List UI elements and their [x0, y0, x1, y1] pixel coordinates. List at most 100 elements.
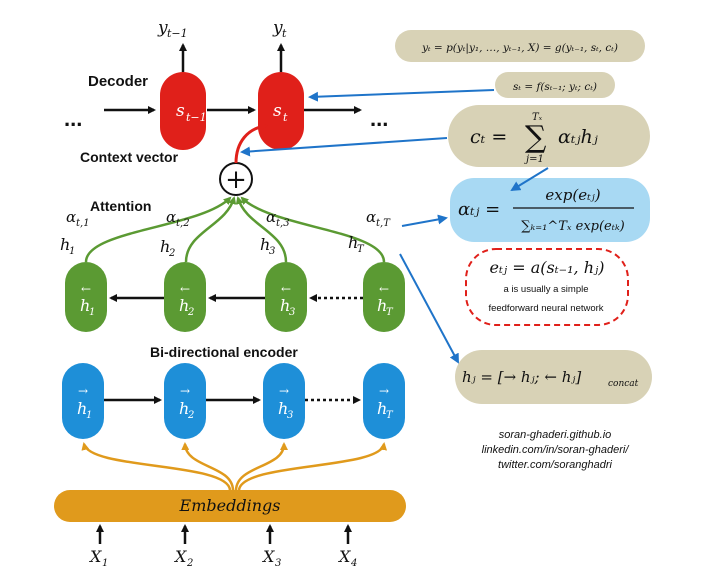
svg-text:2: 2 [186, 558, 193, 569]
alpha-label-2: α t,2 [166, 208, 190, 229]
energy-box [465, 248, 629, 326]
hidden-label-3: h 3 [260, 235, 275, 257]
decoder-label: Decoder [88, 73, 148, 90]
decoder-left-ellipsis: ... [64, 106, 82, 131]
state-formula-box [495, 72, 615, 98]
svg-text:→: → [379, 384, 389, 398]
svg-text:3: 3 [275, 558, 281, 569]
svg-text:1: 1 [69, 246, 75, 257]
credit-twitter[interactable]: twitter.com/soranghadri [498, 459, 612, 471]
alpha-label-3: α t,3 [266, 208, 290, 229]
svg-text:←: ← [81, 282, 91, 296]
svg-text:h: h [80, 296, 90, 315]
context-vector-label: Context vector [80, 149, 179, 165]
svg-text:α: α [66, 208, 76, 226]
svg-text:h: h [179, 399, 189, 418]
svg-text:Tₓ: Tₓ [532, 112, 543, 123]
svg-text:t−1: t−1 [167, 27, 188, 40]
svg-text:T: T [386, 307, 394, 318]
svg-text:h: h [160, 237, 170, 256]
alpha-label-T: α t,T [366, 208, 391, 229]
energy-note-1: a is usually a simple [503, 284, 588, 295]
svg-text:t,1: t,1 [76, 218, 90, 229]
svg-text:X: X [337, 547, 351, 566]
svg-text:hⱼ = [→ hⱼ; ← hⱼ]: hⱼ = [→ hⱼ; ← hⱼ] [462, 368, 581, 386]
svg-text:t,3: t,3 [276, 218, 290, 229]
svg-text:αₜⱼhⱼ: αₜⱼhⱼ [558, 126, 598, 148]
svg-text:t: t [283, 111, 288, 124]
svg-text:α: α [266, 208, 276, 226]
svg-text:∑ₖ₌₁^Tₓ exp(eₜₖ): ∑ₖ₌₁^Tₓ exp(eₜₖ) [521, 219, 625, 234]
svg-text:h: h [348, 233, 358, 252]
context-formula: cₜ = ∑ Tₓ j=1 αₜⱼhⱼ [470, 112, 598, 165]
svg-text:α: α [166, 208, 176, 226]
svg-text:1: 1 [89, 307, 95, 318]
state-formula: sₜ = f(sₜ₋₁; yₜ; cₜ) [513, 81, 597, 93]
svg-text:∑: ∑ [525, 120, 547, 155]
svg-text:→: → [180, 384, 190, 398]
output-label-prev: y t−1 [157, 18, 188, 40]
svg-text:X: X [261, 547, 275, 566]
formula-arrows [240, 89, 549, 364]
svg-text:h: h [260, 235, 270, 254]
svg-text:→: → [279, 384, 289, 398]
input-label-4: X 4 [337, 547, 357, 569]
attention-formula-box [450, 178, 650, 242]
svg-text:y: y [157, 18, 168, 38]
context-formula-box [448, 105, 650, 167]
svg-text:s: s [273, 101, 282, 121]
credit-linkedin[interactable]: linkedin.com/in/soran-ghaderi/ [482, 444, 630, 456]
decoder-right-ellipsis: ... [370, 106, 388, 131]
concat-formula-box [455, 350, 652, 404]
svg-text:αₜⱼ =: αₜⱼ = [458, 199, 500, 220]
svg-text:X: X [173, 547, 187, 566]
plus-sign: + [225, 165, 247, 195]
svg-text:h: h [280, 296, 290, 315]
svg-text:←: ← [379, 282, 389, 296]
forward-node-T: → h T [363, 363, 405, 439]
input-label-3: X 3 [261, 547, 281, 569]
svg-text:3: 3 [289, 307, 295, 318]
forward-node-3: → h 3 [263, 363, 305, 439]
context-to-state-arrow [234, 122, 268, 164]
svg-text:T: T [357, 244, 365, 255]
svg-text:1: 1 [102, 558, 108, 569]
svg-text:α: α [366, 208, 376, 226]
output-formula: yₜ = p(yₜ|y₁, …, yₜ₋₁, X) = g(yₜ₋₁, sₜ, … [421, 42, 618, 55]
backward-node-T: ← h T [363, 262, 405, 332]
embeddings-bar [54, 490, 406, 522]
svg-text:t−1: t−1 [186, 111, 207, 124]
svg-text:3: 3 [287, 410, 293, 421]
alpha-label-1: α t,1 [66, 208, 90, 229]
input-label-1: X 1 [88, 547, 108, 569]
svg-text:h: h [77, 399, 87, 418]
energy-formula: eₜⱼ = a(sₜ₋₁, hⱼ) [490, 258, 605, 277]
forward-node-2: → h 2 [164, 363, 206, 439]
svg-text:T: T [386, 410, 394, 421]
embedding-curves [81, 442, 388, 491]
encoder-label: Bi-directional encoder [150, 344, 298, 360]
svg-text:2: 2 [187, 307, 194, 318]
concat-formula: hⱼ = [→ hⱼ; ← hⱼ] concat [462, 368, 639, 389]
output-label-current: y t [272, 18, 287, 40]
credit-website[interactable]: soran-ghaderi.github.io [499, 429, 612, 441]
input-label-2: X 2 [173, 547, 193, 569]
svg-text:t,T: t,T [376, 218, 391, 229]
svg-text:3: 3 [269, 246, 275, 257]
svg-text:4: 4 [350, 558, 357, 569]
attention-label: Attention [90, 198, 151, 214]
svg-text:h: h [278, 399, 288, 418]
attention-formula: αₜⱼ = exp(eₜⱼ) ∑ₖ₌₁^Tₓ exp(eₜₖ) [458, 186, 634, 234]
backward-node-1: ← h 1 [65, 262, 107, 332]
svg-text:h: h [60, 235, 70, 254]
energy-note-2: feedforward neural network [488, 303, 603, 314]
svg-text:←: ← [180, 282, 190, 296]
svg-text:s: s [176, 101, 185, 121]
svg-text:j=1: j=1 [524, 154, 544, 165]
backward-node-3: ← h 3 [265, 262, 307, 332]
svg-text:2: 2 [187, 410, 194, 421]
hidden-label-T: h T [348, 233, 365, 255]
hidden-label-1: h 1 [60, 235, 75, 257]
